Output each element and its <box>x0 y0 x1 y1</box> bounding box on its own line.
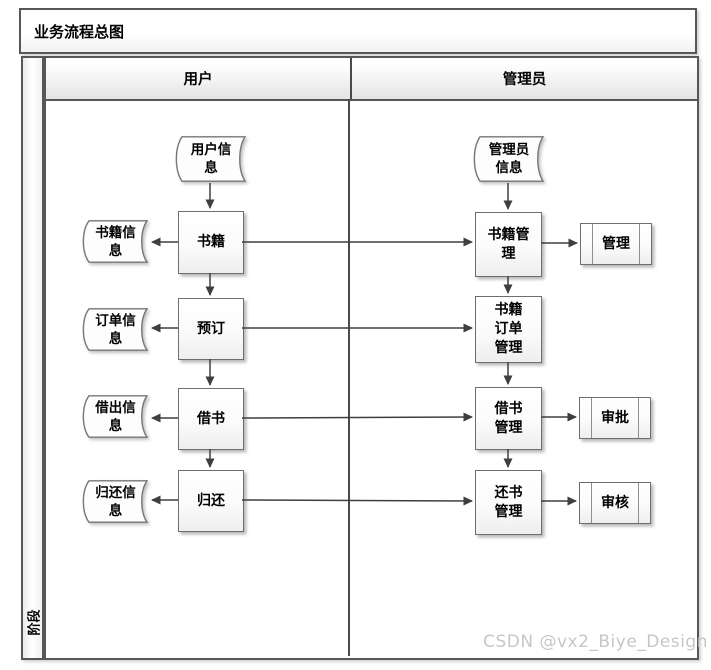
store-book-info-label: 书籍信 息 <box>95 224 136 259</box>
store-return-info-label: 归还信 息 <box>95 484 136 519</box>
diagram-title: 业务流程总图 <box>34 22 125 41</box>
subprocess-review: 审核 <box>579 482 651 524</box>
process-return-manage: 还书 管理 <box>475 470 542 535</box>
predefined-bar-right <box>637 483 639 523</box>
process-borrow: 借书 <box>178 388 244 450</box>
subprocess-manage-label: 管理 <box>602 235 630 252</box>
store-return-info: 归还信 息 <box>80 480 148 523</box>
predefined-bar-right <box>637 398 639 438</box>
store-order-info: 订单信 息 <box>80 308 148 351</box>
process-return-label: 归还 <box>197 492 225 509</box>
predefined-bar-right <box>638 224 640 264</box>
process-return: 归还 <box>178 470 244 532</box>
stored-data-shape <box>175 136 246 182</box>
predefined-bar-left <box>591 398 593 438</box>
lane-headers: 用户 管理员 <box>46 58 697 101</box>
process-return-manage-label: 还书 管理 <box>494 484 523 520</box>
doc-admin-info-label: 管理员 信息 <box>488 142 530 176</box>
process-reserve: 预订 <box>178 298 244 360</box>
subprocess-approve: 审批 <box>579 397 651 439</box>
process-book-order-manage: 书籍 订单 管理 <box>475 296 542 363</box>
process-books: 书籍 <box>178 211 244 274</box>
store-order-info-label: 订单信 息 <box>95 312 136 347</box>
predefined-bar-left <box>591 483 593 523</box>
lane-header-admin: 管理员 <box>352 58 697 99</box>
stored-data-shape <box>473 136 544 182</box>
phase-label: 阶段 <box>27 609 42 636</box>
process-book-manage-label: 书籍管 理 <box>487 226 530 262</box>
process-books-label: 书籍 <box>197 234 225 250</box>
lane-divider <box>348 99 350 656</box>
process-borrow-label: 借书 <box>197 410 225 427</box>
lane-header-user-label: 用户 <box>183 72 213 88</box>
subprocess-review-label: 审核 <box>601 494 629 511</box>
swimlane-frame: 用户 管理员 <box>44 56 699 660</box>
doc-user-info: 用户信 息 <box>173 136 246 182</box>
stored-data-shape <box>82 308 148 351</box>
watermark: CSDN @vx2_Biye_Design <box>483 632 708 652</box>
doc-user-info-label: 用户信 息 <box>190 142 232 176</box>
phase-strip: 阶段 <box>21 56 44 660</box>
process-borrow-manage: 借书 管理 <box>475 387 542 450</box>
doc-admin-info: 管理员 信息 <box>471 136 544 182</box>
process-reserve-label: 预订 <box>197 320 225 337</box>
stored-data-shape <box>82 220 148 263</box>
store-lend-info: 借出信 息 <box>80 395 148 438</box>
lane-header-user: 用户 <box>46 58 352 99</box>
process-book-order-manage-label: 书籍 订单 管理 <box>494 302 523 356</box>
lane-header-admin-label: 管理员 <box>502 72 547 88</box>
subprocess-approve-label: 审批 <box>601 409 629 426</box>
subprocess-manage: 管理 <box>580 223 652 265</box>
process-borrow-manage-label: 借书 管理 <box>494 400 523 436</box>
diagram-title-bar: 业务流程总图 <box>19 8 697 54</box>
stored-data-shape <box>82 480 148 523</box>
predefined-bar-left <box>592 224 594 264</box>
store-book-info: 书籍信 息 <box>80 220 148 263</box>
process-book-manage: 书籍管 理 <box>475 212 542 277</box>
store-lend-info-label: 借出信 息 <box>95 399 136 434</box>
stored-data-shape <box>82 395 148 438</box>
